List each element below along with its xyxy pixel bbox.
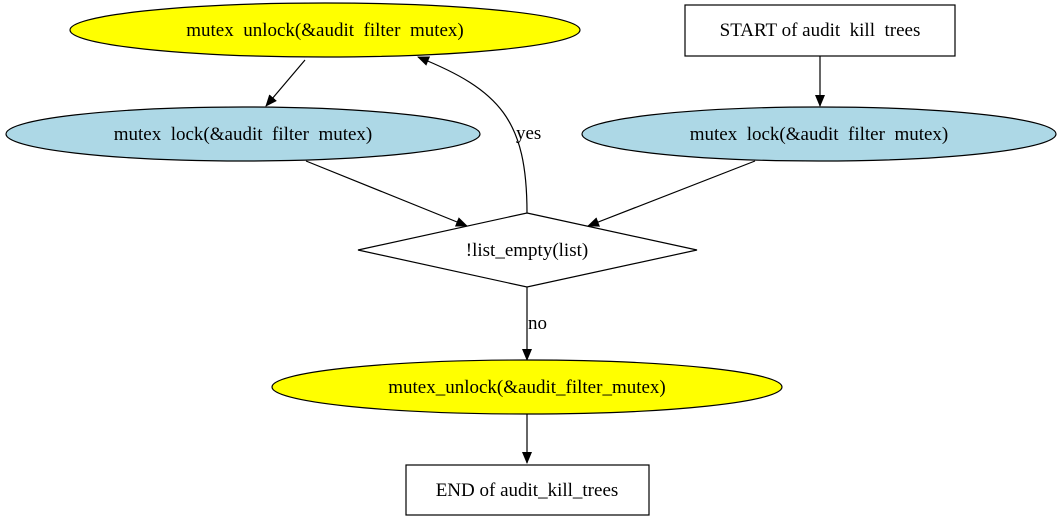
edge-decision-yes-to-unlock-top xyxy=(417,56,528,214)
node-lock-right-shape xyxy=(581,106,1057,162)
node-unlock-top: mutex unlock(&audit filter mutex) xyxy=(69,2,581,58)
node-unlock-bottom: mutex_unlock(&audit_filter_mutex) xyxy=(271,359,783,415)
no-label: no xyxy=(528,313,547,334)
node-decision: !list_empty(list) xyxy=(357,212,698,288)
node-unlock-bottom-shape xyxy=(271,359,783,415)
node-end-label: END of audit_kill_trees xyxy=(436,480,619,501)
node-lock-left-label: mutex lock(&audit filter mutex) xyxy=(114,124,373,145)
node-lock-left: mutex lock(&audit filter mutex) xyxy=(5,106,481,162)
yes-label: yes xyxy=(516,123,541,144)
node-lock-right: mutex lock(&audit filter mutex) xyxy=(581,106,1057,162)
node-start: START of audit kill trees xyxy=(684,4,956,57)
node-unlock-bottom-label: mutex_unlock(&audit_filter_mutex) xyxy=(388,377,666,398)
node-end: END of audit_kill_trees xyxy=(405,464,650,516)
node-end-shape xyxy=(405,464,650,516)
node-start-shape xyxy=(684,4,956,57)
node-lock-left-shape xyxy=(5,106,481,162)
edge-unlock-top-to-lock-left xyxy=(265,59,306,107)
node-decision-label: !list_empty(list) xyxy=(466,240,588,261)
edge-lock-left-to-decision xyxy=(305,160,468,227)
node-start-label: START of audit kill trees xyxy=(720,20,921,41)
node-decision-shape xyxy=(357,212,698,288)
node-unlock-top-label: mutex unlock(&audit filter mutex) xyxy=(186,20,464,41)
node-lock-right-label: mutex lock(&audit filter mutex) xyxy=(690,124,949,145)
edge-lock-right-to-decision xyxy=(587,160,756,227)
node-unlock-top-shape xyxy=(69,2,581,58)
